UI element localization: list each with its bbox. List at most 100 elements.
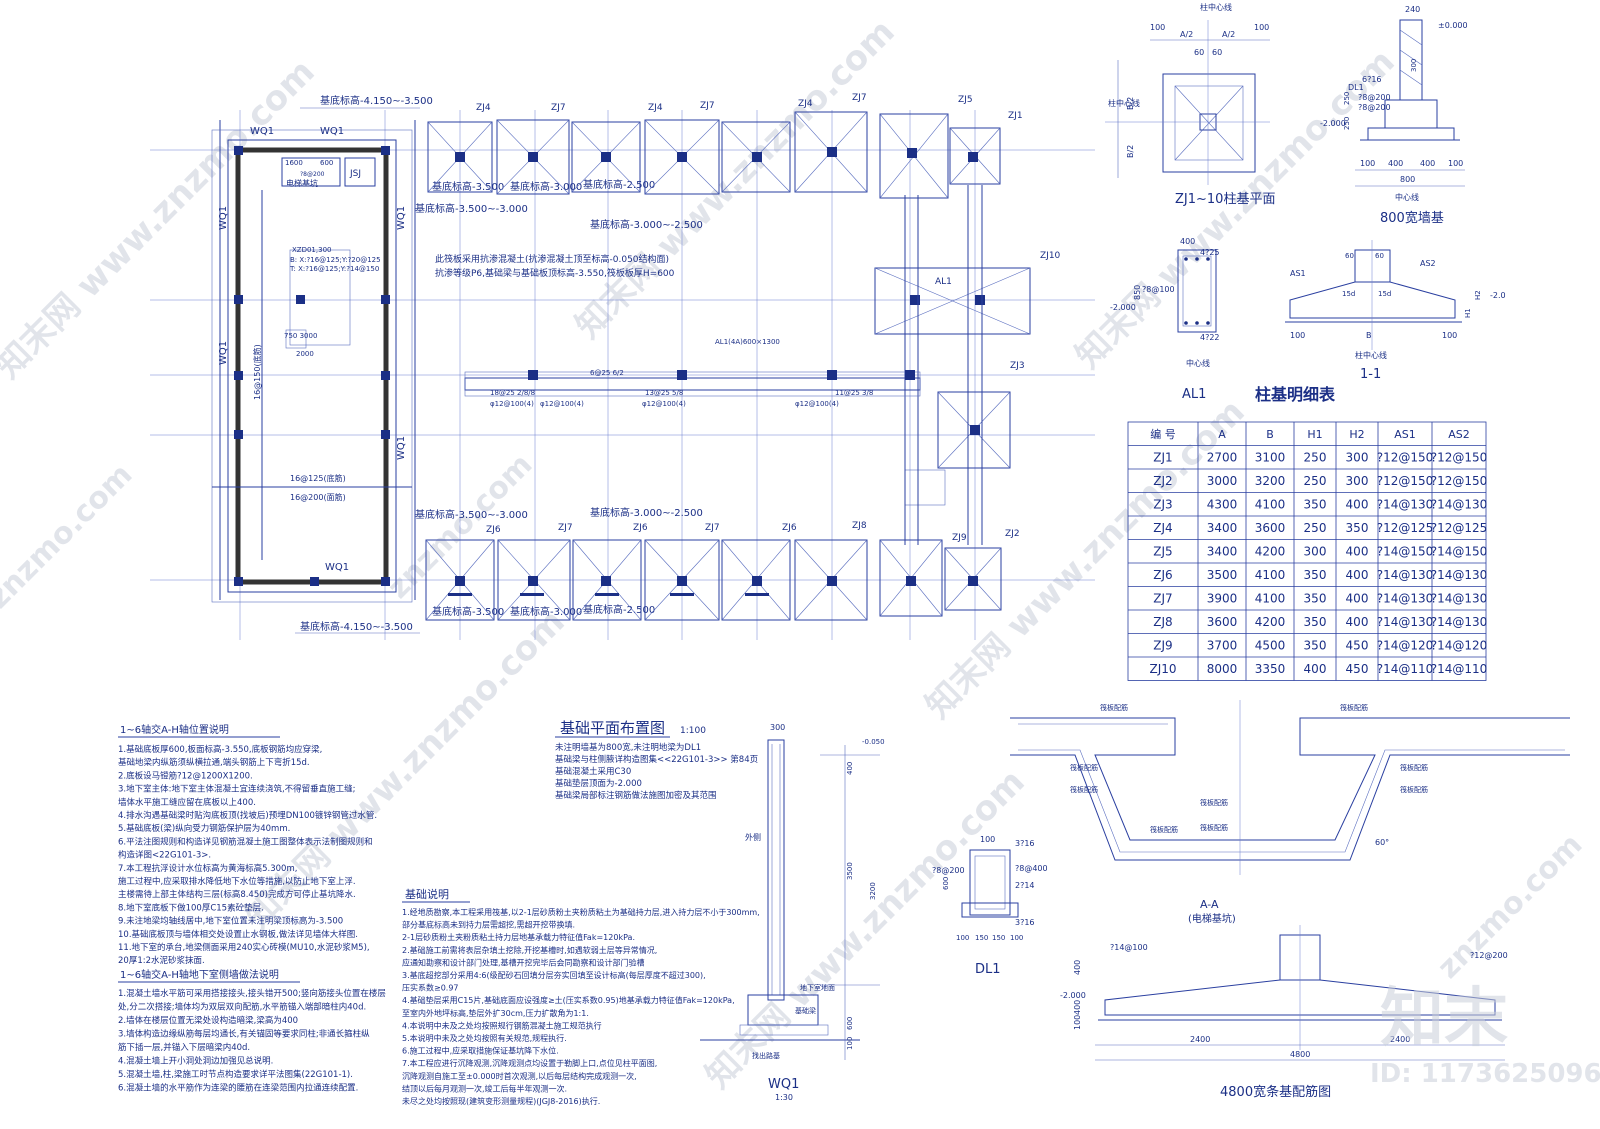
notes-found: 基础说明 1.经地质勘察,本工程采用筏基,以2-1层砂质粉土夹粉质粘土为基础持力… <box>402 887 760 1106</box>
id-watermark: ID: 1173625096 <box>1370 1059 1600 1089</box>
svg-text:1600: 1600 <box>285 159 303 167</box>
plan-note-line: 基础梁与柱侧腋详构造图集<<22G101-3>> 第84页 <box>555 754 758 765</box>
table-cell: 350 <box>1304 591 1327 605</box>
table-cell: ?12@125 <box>1431 521 1488 535</box>
note-line: 应通知勘察和设计部门处理,基槽开挖完毕后会同勘察和设计部门验槽 <box>402 957 645 967</box>
angle-label: 60° <box>1375 838 1389 847</box>
footings-bottom <box>425 539 1002 621</box>
dim-label: ?8@100 <box>1142 285 1175 294</box>
dim-label: ?8@400 <box>1015 864 1048 873</box>
rebar-label: 筏板配筋 <box>1200 798 1228 807</box>
table-cell: ?14@150 <box>1431 544 1488 558</box>
table-cell: 2700 <box>1207 450 1238 464</box>
table-cell: ?14@130 <box>1377 568 1434 582</box>
table-cell: ?12@125 <box>1377 521 1434 535</box>
zj-plan-detail: 100 A/2 A/2 100 60 60 B/2 B/2 柱中心线 柱中心线 … <box>1105 2 1275 207</box>
note-line: 5.基础底板(梁)纵向受力钢筋保护层为40mm. <box>118 823 290 834</box>
dim-label: 2400 <box>1390 1035 1410 1044</box>
dl1-detail: 100 3?16 ?8@200 ?8@400 600 2?14 3?16 100… <box>932 835 1048 977</box>
table-cell: 3400 <box>1207 544 1238 558</box>
dim-label: 2?14 <box>1015 881 1035 890</box>
dim-label: 100 <box>1360 159 1375 168</box>
table-cell: ?14@150 <box>1377 544 1434 558</box>
dim-label: 15d <box>1342 290 1355 298</box>
dim-label: 100 <box>846 1037 854 1050</box>
dim-label: 100 <box>956 934 969 942</box>
table-cell: ?14@130 <box>1431 497 1488 511</box>
dim-label: 100 <box>1010 934 1023 942</box>
dim-label: B/2 <box>1126 97 1135 110</box>
svg-text:?8@200: ?8@200 <box>300 171 325 178</box>
watermark-text: 知末网 www.znzmo.com <box>0 52 323 387</box>
dim-label: -2.000 <box>1110 303 1136 312</box>
table-cell: 400 <box>1346 591 1369 605</box>
dim-label: 中心线 <box>1395 192 1419 202</box>
dim-label: 找出路基 <box>752 1051 780 1060</box>
dim-label: B <box>1366 331 1372 340</box>
dim-label: 柱中心线 <box>1108 98 1140 108</box>
level-label: 基底标高-3.500~-3.000 <box>415 508 528 521</box>
note-line: 基础地梁内纵筋须纵横拉通,端头钢筋上下弯折15d. <box>118 757 310 768</box>
dim-label: 60 <box>1345 252 1354 260</box>
footing-label: ZJ7 <box>558 523 573 533</box>
dim-label: 400 <box>1073 1000 1082 1015</box>
pit-section-sub: (电梯基坑) <box>1188 912 1236 925</box>
wall-label: WQ1 <box>250 126 274 137</box>
dim-label: ?8@200 <box>932 866 965 875</box>
zj-plan-title: ZJ1~10柱基平面 <box>1175 192 1275 207</box>
dim-label: 400 <box>1180 237 1195 246</box>
footing-label: ZJ1 <box>1008 111 1023 121</box>
note-line: 4.排水沟遇基础梁时贴沟底板顶(找坡后)预埋DN100镀锌钢管过水管. <box>118 810 377 821</box>
table-cell: 250 <box>1304 474 1327 488</box>
footing-label: ZJ5 <box>958 95 973 105</box>
table-cell: 300 <box>1346 474 1369 488</box>
dim-label: 2400 <box>1190 1035 1210 1044</box>
table-cell: ?14@130 <box>1377 615 1434 629</box>
dim-label: H2 <box>1474 290 1482 300</box>
dim-label: 柱中心线 <box>1200 2 1232 12</box>
note-line: 筋下插一层,并锚入下层暗梁内40d. <box>118 1042 250 1053</box>
dim-label: DL1 <box>1348 83 1364 92</box>
footing-label: ZJ2 <box>1005 529 1020 539</box>
dim-label: -0.050 <box>862 738 885 746</box>
dim-label: 300 <box>770 723 785 732</box>
notes-wall: 1~6轴交A-H轴地下室侧墙做法说明 1.混凝土墙水平筋可采用搭接接头,接头错开… <box>118 968 386 1094</box>
plan-scale: 1:100 <box>680 726 706 736</box>
table-cell: 3500 <box>1207 568 1238 582</box>
table-header-cell: H1 <box>1307 428 1322 441</box>
table-cell: ?14@130 <box>1431 568 1488 582</box>
watermark-text: znzmo.com <box>0 457 139 616</box>
wall-label: WQ1 <box>396 436 407 460</box>
table-cell: 350 <box>1304 568 1327 582</box>
dim-label: AS1 <box>1290 269 1306 278</box>
plan-note-line: 基础垫层顶面为-2.000 <box>555 778 642 789</box>
wq1-title: WQ1 <box>768 1077 799 1092</box>
plan-notes: 未注明墙基为800宽,未注明地梁为DL1 基础梁与柱侧腋详构造图集<<22G10… <box>555 742 758 801</box>
rebar-label: 筏板配筋 <box>1070 785 1098 794</box>
wall-label: WQ1 <box>218 341 229 365</box>
table-cell: ?14@130 <box>1377 497 1434 511</box>
dim-label: 100 <box>980 835 995 844</box>
svg-text:600: 600 <box>320 159 333 167</box>
table-header-cell: 编 号 <box>1150 427 1176 441</box>
rebar-label: 16@150(底筋) <box>252 344 262 400</box>
dim-label: 基础梁 <box>795 1006 816 1015</box>
note-line: 未尽之处均按照现(建筑变形测量规程)(JGJ8-2016)执行. <box>402 1096 600 1106</box>
dl1-title: DL1 <box>975 962 1001 977</box>
wall800-detail: 240 ±0.000 300 DL1 6?16 ?8@200 ?8@200 -2… <box>1320 5 1468 226</box>
level-label: 基底标高-3.500~-3.000 <box>415 202 528 215</box>
table-cell: 400 <box>1346 544 1369 558</box>
note-line: 1.基础底板厚600,板面标高-3.550,底板钢筋均应穿梁, <box>118 744 322 755</box>
dim-label: 150 <box>975 934 988 942</box>
note-line: 2-1层砂质粉土夹粉质粘土持力层地基承载力特征值Fak=120kPa. <box>402 932 635 942</box>
table-cell: 4300 <box>1207 497 1238 511</box>
table-cell: ?12@150 <box>1431 450 1488 464</box>
wall-label: WQ1 <box>320 126 344 137</box>
note-line: 11.地下室的承台,地梁侧面采用240实心砖模(MU10,水泥砂浆M5), <box>118 942 370 953</box>
dim-label: 3200 <box>869 882 877 900</box>
svg-text:750 3000: 750 3000 <box>284 332 317 340</box>
plan-note-line: 基础混凝土采用C30 <box>555 766 631 777</box>
dim-label: 100 <box>1442 331 1457 340</box>
dim-label: -2.000 <box>1320 119 1346 128</box>
table-cell: 3700 <box>1207 638 1238 652</box>
